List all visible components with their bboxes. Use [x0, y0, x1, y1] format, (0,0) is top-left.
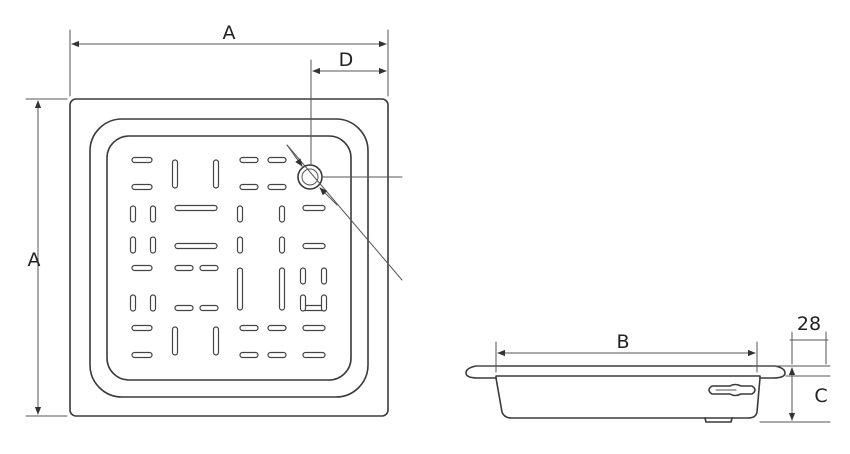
dim-28-label: 28 — [797, 313, 821, 335]
anti-slip-slot — [302, 351, 326, 359]
anti-slip-slot — [131, 156, 153, 164]
anti-slip-slot — [171, 326, 179, 356]
anti-slip-slot — [267, 183, 287, 191]
drain-diameter-arrow-2 — [319, 187, 338, 206]
anti-slip-slot — [302, 324, 326, 332]
anti-slip-slot — [174, 304, 194, 312]
tray-basin — [106, 135, 352, 381]
anti-slip-slot — [212, 159, 220, 189]
anti-slip-slot — [320, 267, 328, 285]
side-view: B 28 C — [465, 313, 831, 423]
anti-slip-slot — [239, 324, 259, 332]
tray-inner-rim — [89, 118, 369, 398]
anti-slip-slot — [278, 205, 286, 223]
dim-b-label: B — [616, 331, 629, 353]
drain-diameter-arrow-1 — [286, 144, 303, 167]
anti-slip-slot — [278, 236, 286, 254]
anti-slip-slot — [129, 236, 137, 254]
dim-d-label: D — [339, 49, 354, 71]
anti-slip-slot — [171, 159, 179, 189]
dim-c-label: C — [814, 385, 827, 407]
anti-slip-slot — [267, 351, 287, 359]
anti-slip-slot — [299, 267, 307, 285]
side-waste-outlet — [708, 383, 756, 397]
anti-slip-slot — [174, 242, 218, 250]
anti-slip-slot — [302, 242, 326, 250]
anti-slip-slot — [236, 236, 244, 254]
anti-slip-slot — [131, 351, 153, 359]
side-foot — [704, 417, 733, 423]
anti-slip-slot — [212, 326, 220, 356]
dim-a-top-label: A — [223, 22, 236, 44]
dim-a-left-label: A — [28, 249, 41, 271]
anti-slip-slot — [131, 324, 153, 332]
anti-slip-slot — [149, 205, 157, 223]
plan-view: A D A — [25, 22, 403, 417]
anti-slip-slot — [129, 294, 137, 312]
anti-slip-slot — [320, 294, 328, 312]
drain-diameter-leader — [286, 144, 403, 281]
side-rim — [465, 365, 786, 379]
anti-slip-slot — [199, 304, 219, 312]
anti-slip-slot — [299, 294, 307, 312]
tray-outer-edge — [69, 98, 389, 417]
anti-slip-slot — [149, 236, 157, 254]
anti-slip-slot — [267, 324, 287, 332]
anti-slip-slot — [129, 205, 137, 223]
anti-slip-slot — [239, 156, 259, 164]
anti-slip-slot — [267, 156, 287, 164]
anti-slip-slot — [131, 183, 153, 191]
anti-slip-slot — [199, 264, 219, 272]
anti-slip-slot — [174, 204, 218, 212]
anti-slip-pattern — [129, 156, 328, 359]
anti-slip-slot — [239, 183, 259, 191]
anti-slip-slot — [174, 264, 194, 272]
anti-slip-slot — [239, 351, 259, 359]
anti-slip-slot — [236, 267, 244, 311]
anti-slip-slot — [131, 264, 153, 272]
anti-slip-slot — [236, 205, 244, 223]
anti-slip-slot — [149, 294, 157, 312]
drain-inner — [301, 168, 319, 186]
anti-slip-slot — [302, 204, 326, 212]
anti-slip-slot — [278, 267, 286, 311]
side-body — [495, 377, 761, 419]
